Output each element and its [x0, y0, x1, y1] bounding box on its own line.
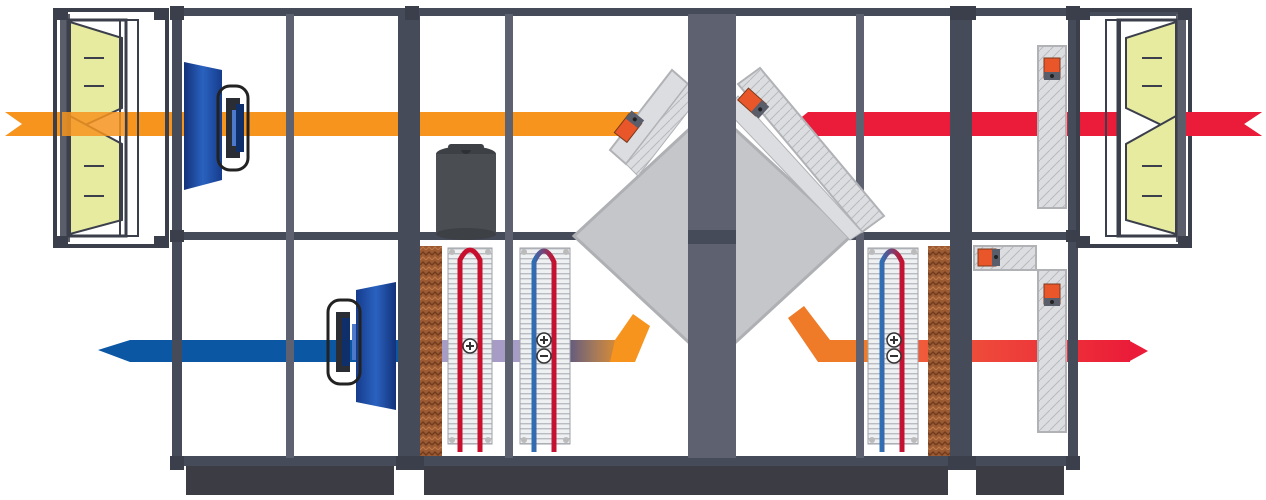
exhaust-louver: [1076, 8, 1192, 248]
supply-air-diagonal: [610, 314, 650, 362]
plus-icon: [886, 332, 902, 348]
fan-icon: [184, 62, 250, 190]
outdoor-air-stream: [5, 112, 62, 136]
minus-icon: [536, 348, 552, 364]
return-air-diagonal: [788, 306, 870, 362]
louver-icon: [69, 20, 123, 134]
heating-coil: [447, 247, 493, 452]
outdoor-air-pass: [62, 112, 125, 136]
damper-middle-right: [973, 245, 1037, 271]
reversible-coil-right: [867, 247, 919, 452]
evaporative-pad-right: [928, 246, 950, 456]
base-skid-right: [976, 466, 1064, 495]
base-skid-left: [186, 466, 394, 495]
exhaust-air-tail: [1188, 112, 1262, 136]
louver-icon: [1125, 20, 1177, 134]
damper-actuator-icon: [737, 87, 770, 119]
compressor-icon: [436, 144, 496, 240]
evaporative-pad-left: [420, 246, 442, 456]
damper-upper-right: [1037, 45, 1067, 209]
reversible-coil: [519, 247, 571, 452]
damper-actuator-icon: [613, 110, 645, 144]
damper-lower-right: [1037, 269, 1067, 433]
plus-icon: [462, 338, 478, 354]
minus-icon: [886, 348, 902, 364]
fan-icon: [326, 282, 396, 410]
return-air-arrow: [1128, 340, 1148, 362]
base-skid-center: [424, 466, 948, 495]
plus-icon: [536, 332, 552, 348]
